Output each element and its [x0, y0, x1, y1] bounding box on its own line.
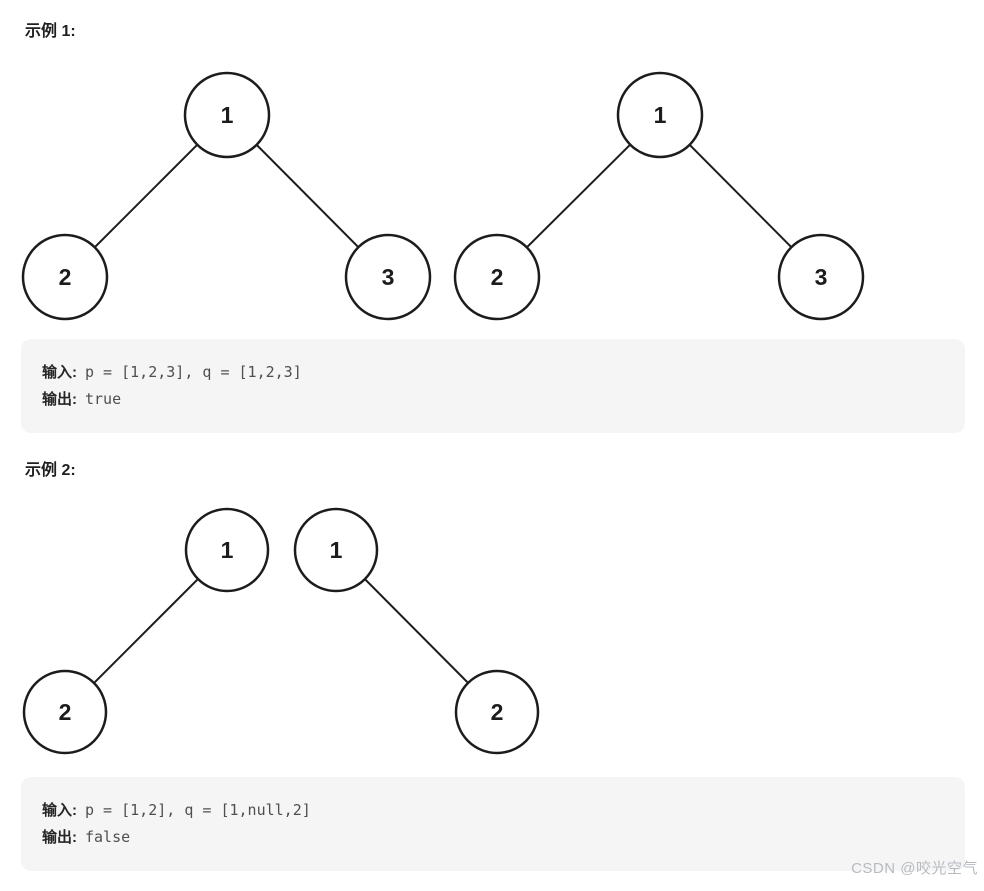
example-2-output-line: 输出: false — [42, 824, 944, 851]
tree-node-circle — [344, 233, 432, 321]
input-label: 输入: — [42, 364, 77, 381]
csdn-watermark: CSDN @咬光空气 — [851, 860, 978, 877]
input-label: 输入: — [42, 802, 77, 819]
example-1-output-line: 输出: true — [42, 386, 944, 413]
input-code: p = [1,2,3], q = [1,2,3] — [85, 363, 302, 381]
example-2-section: 示例 2: 1 2 1 2 输入: p = [1,2], q = [1,null,2] … — [0, 461, 984, 871]
tree-node: 2 — [22, 669, 108, 755]
tree-node-circle — [454, 669, 540, 755]
example-2-heading: 示例 2: — [25, 462, 76, 479]
output-code: true — [85, 390, 122, 408]
output-code: false — [85, 828, 131, 846]
tree-node-value: 3 — [815, 264, 828, 290]
tree-node-value: 2 — [59, 699, 72, 725]
input-code: p = [1,2], q = [1,null,2] — [85, 801, 311, 819]
tree-node-circle — [183, 71, 271, 159]
tree-node: 2 — [454, 669, 540, 755]
tree-node-value: 1 — [221, 537, 234, 563]
tree-node-circle — [293, 507, 379, 593]
tree-node: 3 — [344, 233, 432, 321]
tree-node-circle — [21, 233, 109, 321]
example-1-tree-diagram: 1 2 3 1 2 3 — [21, 71, 865, 321]
example-2-io-block: 输入: p = [1,2], q = [1,null,2] 输出: false — [21, 777, 965, 871]
tree-node-circle — [22, 669, 108, 755]
example-1-io-block: 输入: p = [1,2,3], q = [1,2,3] 输出: true — [21, 339, 965, 433]
example-1-heading: 示例 1: — [25, 23, 76, 40]
tree-node-circle — [616, 71, 704, 159]
tree-node-value: 2 — [59, 264, 72, 290]
tree-node-circle — [777, 233, 865, 321]
tree-node-value: 3 — [382, 264, 395, 290]
tree-node-circle — [184, 507, 270, 593]
tree-node: 3 — [777, 233, 865, 321]
tree-node-value: 2 — [491, 264, 504, 290]
tree-node: 2 — [21, 233, 109, 321]
tree-node-value: 1 — [330, 537, 343, 563]
example-2-input-line: 输入: p = [1,2], q = [1,null,2] — [42, 797, 944, 824]
tree-node: 1 — [184, 507, 270, 593]
example-2-tree-diagram: 1 2 1 2 — [22, 507, 540, 755]
tree-node-circle — [453, 233, 541, 321]
example-1-input-line: 输入: p = [1,2,3], q = [1,2,3] — [42, 359, 944, 386]
tree-node-value: 2 — [491, 699, 504, 725]
tree-node-value: 1 — [221, 102, 234, 128]
output-label: 输出: — [42, 391, 77, 408]
example-1-section: 示例 1: 1 2 3 1 2 3 输入: p = [1,2,3], q = [1,2,3]… — [0, 0, 984, 433]
tree-node: 2 — [453, 233, 541, 321]
tree-node-value: 1 — [654, 102, 667, 128]
tree-node: 1 — [183, 71, 271, 159]
tree-node: 1 — [616, 71, 704, 159]
tree-node: 1 — [293, 507, 379, 593]
output-label: 输出: — [42, 829, 77, 846]
